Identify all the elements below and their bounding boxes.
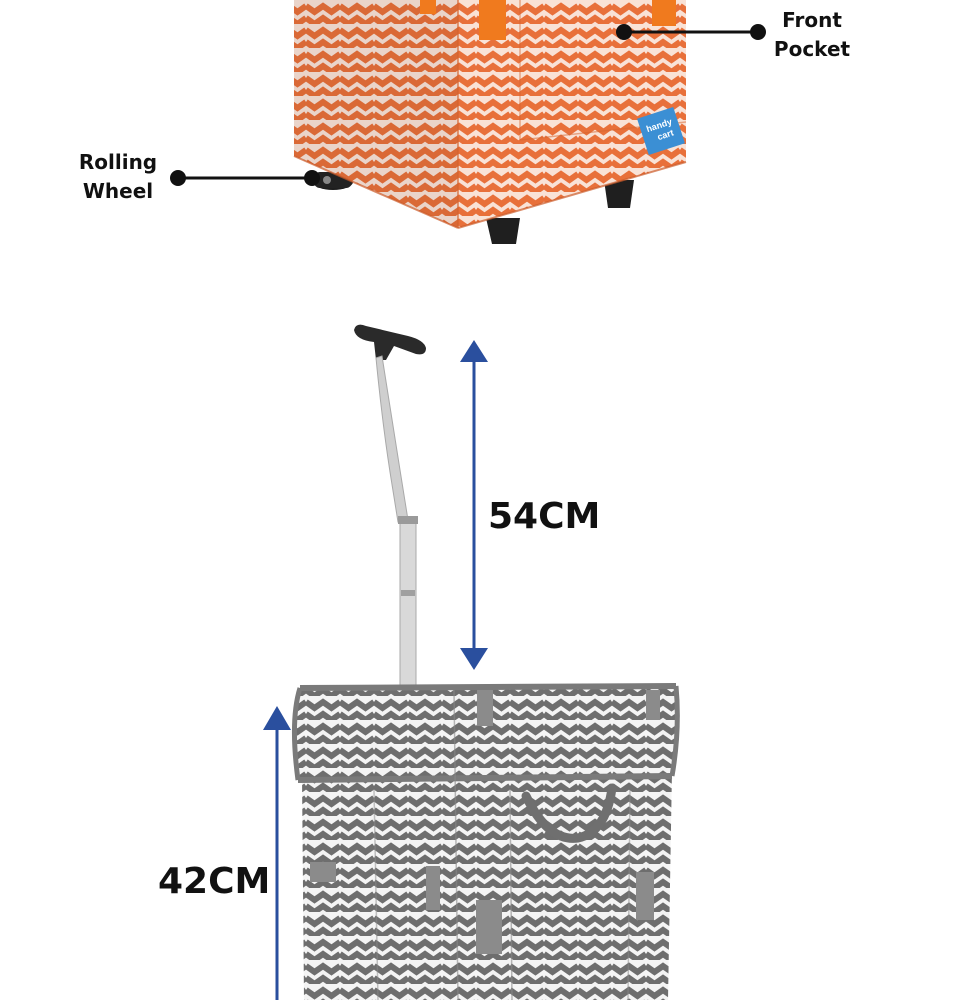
leg-front-right [604, 180, 634, 208]
gray-bag-body [302, 770, 672, 1000]
front-pocket-label-line2: Pocket [773, 37, 851, 61]
front-pocket-label: Front Pocket [768, 6, 856, 64]
tab [476, 900, 502, 954]
tab [477, 690, 493, 726]
carry-handle [521, 783, 617, 843]
front-pocket-label-line1: Front [782, 8, 842, 32]
gray-cart [291, 324, 680, 1000]
strap-left [420, 0, 436, 14]
arrow-54cm [460, 340, 488, 670]
tab [310, 862, 336, 882]
gray-bag-cuff [294, 686, 678, 780]
tab [646, 690, 660, 720]
arrow-42cm [263, 706, 291, 1000]
rolling-wheel-label: Rolling Wheel [66, 148, 170, 206]
brand-tag: handy cart [637, 107, 685, 155]
tab [426, 866, 440, 910]
handle-height-label: 54CM [488, 496, 601, 537]
strap-right [652, 0, 676, 26]
brand-tag-line2: cart [656, 128, 675, 143]
orange-bag-left-side [294, 0, 458, 228]
rolling-wheel-callout-line [170, 170, 320, 186]
front-pocket-callout-line [616, 24, 766, 40]
handle-grip [354, 324, 426, 360]
orange-bag-front [458, 0, 686, 228]
strap-middle [479, 0, 506, 40]
tab [636, 872, 654, 920]
handle-shaft-lower [399, 519, 417, 693]
leg-front-left [486, 218, 520, 244]
orange-cart: handy cart [293, 0, 687, 244]
rolling-wheel-label-line1: Rolling [78, 150, 158, 174]
bag-height-label: 42CM [158, 861, 271, 902]
rolling-wheel-label-line2: Wheel [82, 179, 154, 203]
handle-shaft-upper [375, 355, 409, 523]
